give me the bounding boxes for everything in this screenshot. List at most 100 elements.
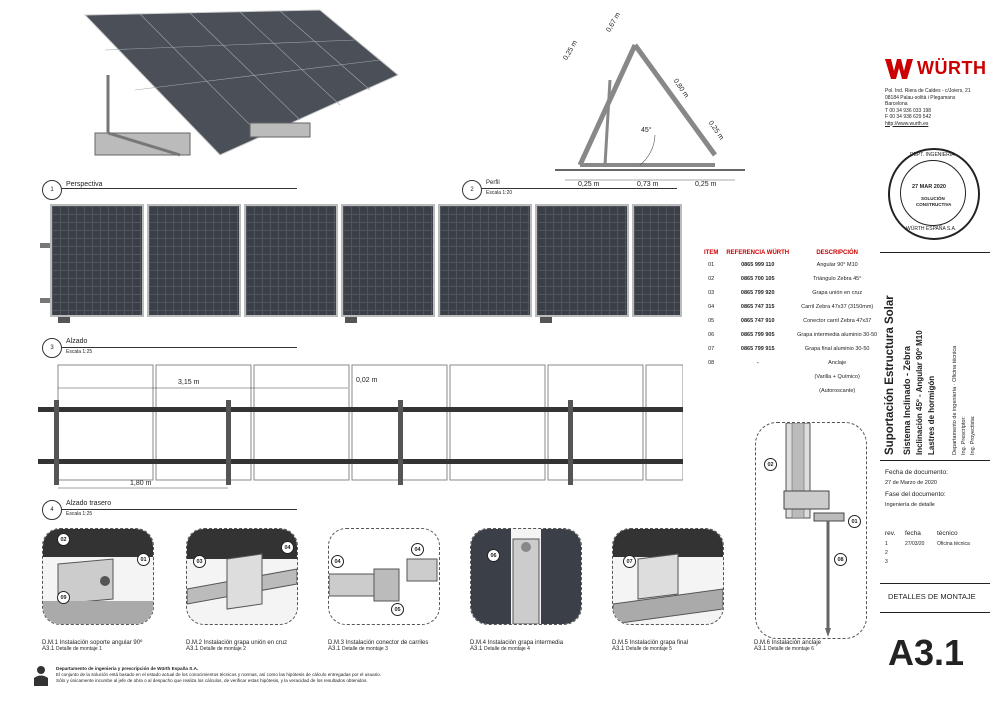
solar-panel [50,204,144,317]
title-prescriptor: Ing. Prescriptor: [961,416,967,455]
view-num: 4 [50,507,54,513]
address-line: 08184 Palau-solità i Plegamans [885,94,956,101]
col-header: DESCRIPCIÓN [816,250,859,256]
stamp-bottom: WÜRTH ESPAÑA S.A. [906,226,957,232]
col-header: REFERENCIA WÜRTH [726,250,790,256]
rev-header: rev. [885,530,896,537]
detail-label-1: D.M.1 Instalación soporte angular 90º A3… [42,640,143,652]
solar-panel [632,204,682,317]
rear-elevation-view: 3,15 m 0,02 m 1,80 m [38,360,684,495]
view-scale: Escala 1:25 [66,349,93,355]
view-num: 3 [50,345,54,351]
elevation-view [40,198,685,328]
view-name: Perspectiva [66,181,103,188]
detail-panel-5: 07 [612,528,724,625]
callout: 04 [281,541,294,554]
rev-header: técnico [937,530,958,537]
dim-gap: 0,02 m [356,377,378,384]
engineering-stamp: DEPT. INGENIERIA 27 MAR 2020 SOLUCIÓN CO… [888,148,980,240]
footer-line1: Departamento de ingeniería y prescripció… [56,666,199,671]
stamp-line1: SOLUCIÓN [921,196,945,201]
solar-panel [147,204,241,317]
fecha-value: 27 de Marzo de 2020 [885,480,937,486]
detail-panel-4: 06 [470,528,582,625]
dim-bottom-3: 0,25 m [695,181,717,188]
table-row: 08-Anclaje [708,360,847,366]
rev-header: fecha [905,530,921,537]
solar-panel [535,204,629,317]
callout: 01 [137,553,150,566]
view-scale: Escala 1:25 [66,511,93,517]
solar-panel [341,204,435,317]
title-line2: Sistema Inclinado - Zebra [902,345,912,455]
detail-panel-1: 02 01 09 [42,528,154,625]
detail-label-3: D.M.3 Instalación conector de carriles A… [328,640,429,652]
callout-01: 01 [848,515,861,528]
callout: 03 [193,555,206,568]
wurth-logo: WÜRTH [885,58,987,80]
address-line: T 00 34 936 033 198 [885,107,932,114]
address-block: Pol. Ind. Riera de Caldes - c/Joiers, 21… [885,88,971,127]
website-link[interactable]: http://www.wurth.es [885,120,929,127]
table-row: (Varilla + Químico) [814,374,860,380]
solar-panel [438,204,532,317]
perspective-view [80,5,400,180]
title-line3: Inclinación 45º - Angular 90º M10 [915,330,924,455]
rev-row: 3 [885,559,888,565]
view-name: Alzado trasero [66,500,112,507]
detail-label-4: D.M.4 Instalación grapa intermedia A3.1 … [470,640,564,652]
detail-label-6: D.M.6 Instalación anclaje A3.1 Detalle d… [754,640,822,652]
doc-info: Fecha de documento: 27 de Marzo de 2020 … [885,468,990,510]
callout: 09 [57,591,70,604]
detail-panel-2: 04 03 [186,528,298,625]
callout: 02 [57,533,70,546]
callout: 05 [391,603,404,616]
footer-line3: Sólo y únicamente incumbe al jefe de obr… [56,678,368,683]
rev-row: 2 [885,550,888,556]
callout-02: 02 [764,458,777,471]
dim-bottom-2: 0,73 m [637,181,659,188]
profile-view: 0,67 m 0,25 m 0,80 m 0,25 m 45° 0,25 m 0… [545,5,755,190]
title-line4: Lastres de hormigón [927,375,936,455]
title-dept: Departamento de ingeniería · Oficina téc… [952,345,958,455]
fecha-label: Fecha de documento: [885,469,948,476]
fase-label: Fase del documento: [885,491,946,498]
callout: 06 [487,549,500,562]
brand-name: WÜRTH [917,58,987,78]
dim-span: 3,15 m [178,379,200,386]
title-main: Suportación Estructura Solar [884,295,896,455]
footer: Departamento de ingeniería y prescripció… [56,666,656,684]
stamp-date: 27 MAR 2020 [912,184,946,190]
dim-post: 1,80 m [130,480,152,487]
stamp-top: DEPT. INGENIERIA [910,152,955,158]
title-proyectista: Ing. Proyectista: [970,415,976,455]
view-num: 1 [50,187,54,193]
callout: 04 [411,543,424,556]
view-num: 2 [470,187,474,193]
view-name: Alzado [66,338,88,345]
section-divider-2 [880,612,990,613]
doc-divider [880,460,990,461]
callout: 07 [623,555,636,568]
section-divider [880,583,990,584]
footer-line2: El conjunto de la solución está basado e… [56,672,382,677]
address-line: Pol. Ind. Riera de Caldes - c/Joiers, 21 [885,88,971,94]
solar-panel [244,204,338,317]
address-line: Barcelona [885,101,908,107]
title-block-divider [880,252,990,253]
callout-08: 08 [834,553,847,566]
table-row: (Autoroscante) [819,388,856,394]
view-scale: Escala 1:20 [486,190,513,196]
view-name: Perfil [486,180,500,186]
sheet-code: A3.1 [888,632,965,673]
footer-icon [32,665,50,687]
detail-panel-3: 04 04 05 [328,528,440,625]
